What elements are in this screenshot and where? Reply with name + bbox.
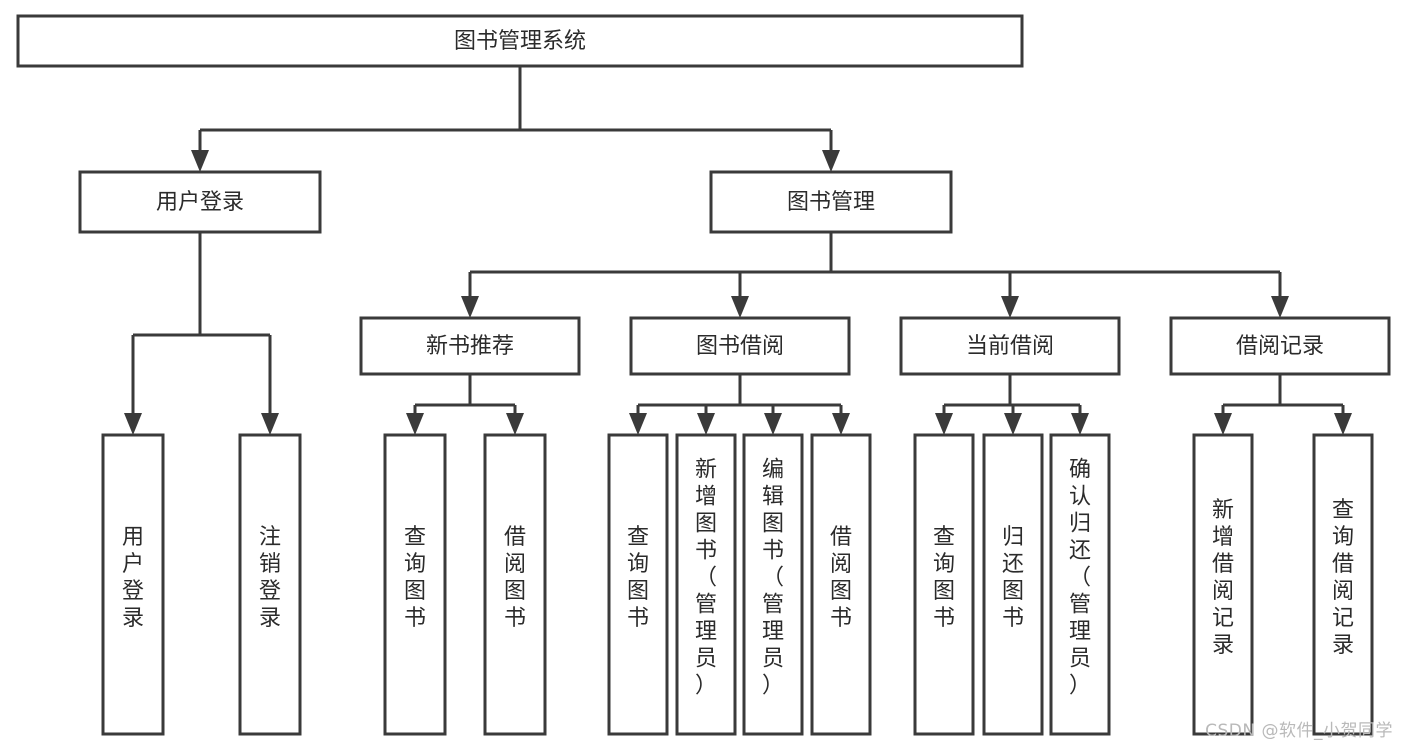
node-label: 查询图书 <box>404 525 426 631</box>
node-box <box>383 433 447 736</box>
arrow-head-icon <box>629 413 647 435</box>
node-label: 图书借阅 <box>696 334 784 359</box>
node-label: 新增借阅记录 <box>1212 498 1234 658</box>
node-box <box>359 316 581 376</box>
node-label: 编辑图书（管理员） <box>762 458 784 699</box>
arrow-head-icon <box>764 413 782 435</box>
node-box <box>913 433 975 736</box>
arrow-head-icon <box>1214 413 1232 435</box>
arrow-head-icon <box>506 413 524 435</box>
node-edit-book-admin[interactable]: 编辑图书（管理员） <box>742 433 804 736</box>
node-user-logout-action[interactable]: 注销登录 <box>238 433 302 736</box>
arrow-head-icon <box>124 413 142 435</box>
node-borrow-record[interactable]: 借阅记录 <box>1169 316 1391 376</box>
node-user-login-action[interactable]: 用户登录 <box>101 433 165 736</box>
connector-layer <box>124 66 1352 435</box>
node-add-borrow-record[interactable]: 新增借阅记录 <box>1192 433 1254 736</box>
arrow-head-icon <box>935 413 953 435</box>
node-label: 用户登录 <box>156 190 244 215</box>
arrow-head-icon <box>461 296 479 318</box>
node-box <box>1169 316 1391 376</box>
node-label: 用户登录 <box>122 525 144 631</box>
node-current-borrow[interactable]: 当前借阅 <box>899 316 1121 376</box>
arrow-head-icon <box>697 413 715 435</box>
node-query-book-3[interactable]: 查询图书 <box>913 433 975 736</box>
node-label: 归还图书 <box>1002 525 1024 631</box>
node-label: 查询借阅记录 <box>1332 498 1354 658</box>
arrow-head-icon <box>406 413 424 435</box>
node-label: 图书管理系统 <box>454 29 586 54</box>
node-box <box>709 170 953 234</box>
node-label: 借阅图书 <box>830 525 852 631</box>
arrow-head-icon <box>1001 296 1019 318</box>
node-label: 新书推荐 <box>426 334 514 359</box>
node-borrow-book-2[interactable]: 借阅图书 <box>810 433 872 736</box>
node-box <box>629 316 851 376</box>
node-new-book-recommend[interactable]: 新书推荐 <box>359 316 581 376</box>
node-label: 注销登录 <box>259 525 281 631</box>
arrow-head-icon <box>1271 296 1289 318</box>
node-label: 查询图书 <box>627 525 649 631</box>
node-box <box>78 170 322 234</box>
node-box <box>982 433 1044 736</box>
node-query-book-2[interactable]: 查询图书 <box>607 433 669 736</box>
node-user-login[interactable]: 用户登录 <box>78 170 322 234</box>
arrow-head-icon <box>832 413 850 435</box>
node-box <box>675 433 737 736</box>
arrow-head-icon <box>1071 413 1089 435</box>
node-box <box>16 14 1024 68</box>
node-label: 借阅图书 <box>504 525 526 631</box>
node-label: 图书管理 <box>787 190 875 215</box>
node-box <box>238 433 302 736</box>
node-box <box>607 433 669 736</box>
node-box <box>1049 433 1111 736</box>
node-add-book-admin[interactable]: 新增图书（管理员） <box>675 433 737 736</box>
node-box <box>101 433 165 736</box>
node-borrow-book-1[interactable]: 借阅图书 <box>483 433 547 736</box>
node-book-manage[interactable]: 图书管理 <box>709 170 953 234</box>
arrow-head-icon <box>731 296 749 318</box>
node-box <box>899 316 1121 376</box>
node-box <box>483 433 547 736</box>
arrow-head-icon <box>1004 413 1022 435</box>
node-label: 借阅记录 <box>1236 334 1324 359</box>
arrow-head-icon <box>261 413 279 435</box>
node-label: 查询图书 <box>933 525 955 631</box>
node-box <box>742 433 804 736</box>
node-box <box>1312 433 1374 736</box>
node-box <box>810 433 872 736</box>
arrow-head-icon <box>822 150 840 172</box>
node-layer: 图书管理系统用户登录图书管理用户登录注销登录新书推荐查询图书借阅图书图书借阅查询… <box>16 14 1391 736</box>
node-root[interactable]: 图书管理系统 <box>16 14 1024 68</box>
node-book-borrow[interactable]: 图书借阅 <box>629 316 851 376</box>
node-label: 当前借阅 <box>966 334 1054 359</box>
arrow-head-icon <box>191 150 209 172</box>
node-label: 新增图书（管理员） <box>695 458 717 699</box>
node-return-book[interactable]: 归还图书 <box>982 433 1044 736</box>
node-query-borrow-record[interactable]: 查询借阅记录 <box>1312 433 1374 736</box>
node-label: 确认归还（管理员） <box>1069 458 1091 699</box>
arrow-head-icon <box>1334 413 1352 435</box>
node-query-book-1[interactable]: 查询图书 <box>383 433 447 736</box>
node-box <box>1192 433 1254 736</box>
node-confirm-return-admin[interactable]: 确认归还（管理员） <box>1049 433 1111 736</box>
